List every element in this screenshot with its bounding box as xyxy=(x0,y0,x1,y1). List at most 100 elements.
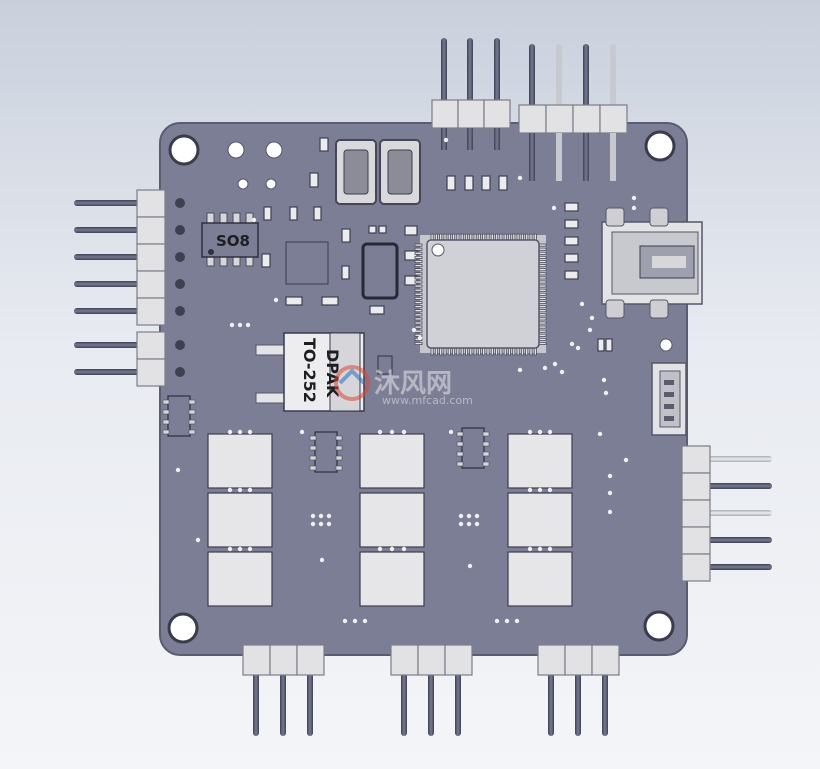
via xyxy=(597,431,603,437)
usb-connector xyxy=(601,207,703,319)
via xyxy=(251,217,257,223)
power-mosfet-pads xyxy=(207,433,573,607)
via xyxy=(631,205,637,211)
via xyxy=(319,557,325,563)
via xyxy=(517,367,523,373)
via xyxy=(504,618,510,624)
via xyxy=(227,546,233,552)
left-header-housing xyxy=(136,189,166,387)
watermark: 沐风网 www.mfcad.com xyxy=(334,365,473,407)
via xyxy=(623,457,629,463)
via xyxy=(326,513,332,519)
via xyxy=(552,361,558,367)
via xyxy=(377,546,383,552)
via xyxy=(537,546,543,552)
via xyxy=(318,513,324,519)
mcu-qfp xyxy=(414,233,547,356)
via xyxy=(299,429,305,435)
via xyxy=(352,618,358,624)
via xyxy=(195,537,201,543)
via xyxy=(377,429,383,435)
via xyxy=(494,618,500,624)
right-header-housing xyxy=(681,445,711,582)
vias xyxy=(175,137,637,624)
via xyxy=(631,195,637,201)
via xyxy=(237,487,243,493)
via xyxy=(247,487,253,493)
via xyxy=(227,487,233,493)
via xyxy=(607,490,613,496)
via xyxy=(362,618,368,624)
via xyxy=(448,429,454,435)
via xyxy=(417,335,423,341)
via xyxy=(342,618,348,624)
via xyxy=(517,175,523,181)
via xyxy=(551,205,557,211)
via xyxy=(547,487,553,493)
via xyxy=(474,513,480,519)
via xyxy=(247,429,253,435)
via xyxy=(237,322,243,328)
via xyxy=(310,521,316,527)
via xyxy=(175,467,181,473)
so8-label: SO8 xyxy=(216,232,250,250)
bottom-header-housing xyxy=(242,644,620,676)
via xyxy=(467,563,473,569)
via xyxy=(542,365,548,371)
via xyxy=(547,429,553,435)
jst-connector xyxy=(651,362,687,436)
via xyxy=(537,429,543,435)
via xyxy=(229,322,235,328)
via xyxy=(575,345,581,351)
via xyxy=(273,297,279,303)
component-outline xyxy=(285,241,329,285)
mounting-holes xyxy=(167,130,676,644)
so8-package: SO8 xyxy=(201,212,259,267)
via xyxy=(247,546,253,552)
watermark-url: www.mfcad.com xyxy=(382,394,473,407)
via xyxy=(547,546,553,552)
via xyxy=(474,521,480,527)
via xyxy=(245,322,251,328)
via xyxy=(310,513,316,519)
via xyxy=(466,513,472,519)
tactile-switches xyxy=(335,139,421,205)
via xyxy=(603,390,609,396)
to252-label: TO-252 xyxy=(300,338,319,403)
via xyxy=(466,521,472,527)
via xyxy=(401,546,407,552)
via xyxy=(237,546,243,552)
top-header-housing xyxy=(431,99,628,134)
via xyxy=(527,546,533,552)
via xyxy=(607,509,613,515)
via xyxy=(227,429,233,435)
via xyxy=(458,513,464,519)
via xyxy=(237,429,243,435)
via xyxy=(514,618,520,624)
small-ics xyxy=(167,395,485,473)
via xyxy=(411,327,417,333)
watermark-brand: 沐风网 xyxy=(374,369,452,399)
via xyxy=(579,301,585,307)
small-holes xyxy=(227,141,673,352)
via xyxy=(318,521,324,527)
via xyxy=(527,487,533,493)
top-header-pins xyxy=(441,38,616,110)
via xyxy=(389,546,395,552)
via xyxy=(326,521,332,527)
via xyxy=(443,137,449,143)
via xyxy=(589,315,595,321)
via xyxy=(401,429,407,435)
via xyxy=(607,473,613,479)
via xyxy=(559,369,565,375)
via xyxy=(569,341,575,347)
via xyxy=(601,377,607,383)
crystal xyxy=(361,242,399,300)
via xyxy=(389,429,395,435)
via xyxy=(458,521,464,527)
via xyxy=(527,429,533,435)
via xyxy=(537,487,543,493)
via xyxy=(587,327,593,333)
